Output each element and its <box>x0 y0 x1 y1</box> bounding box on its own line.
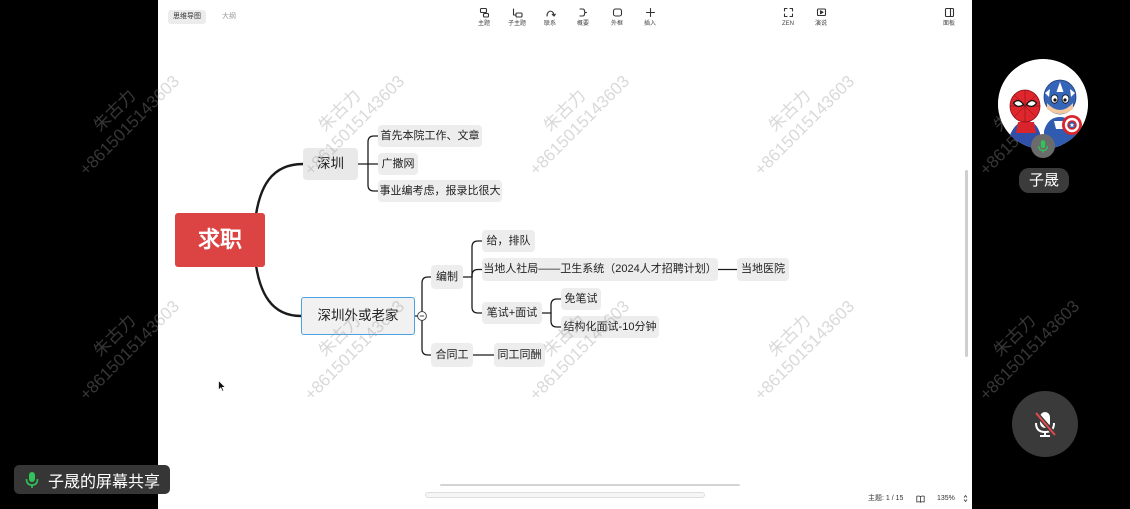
insert-icon <box>645 7 655 18</box>
subtopic-no-written-exam[interactable]: 免笔试 <box>561 288 601 310</box>
tab-mindmap[interactable]: 思维导图 <box>168 10 206 24</box>
topic-connectors <box>253 135 738 356</box>
connector <box>550 312 562 328</box>
subtopic-button[interactable]: 子主题 <box>502 7 532 28</box>
boundary-button[interactable]: 外框 <box>602 7 632 28</box>
boundary-icon <box>612 8 622 17</box>
topic-button-label: 主题 <box>477 21 490 27</box>
screen-share-label: 子晟的屏幕共享 <box>48 473 161 491</box>
mouse-cursor-icon <box>218 380 226 392</box>
relationship-button[interactable]: 联系 <box>535 7 565 28</box>
watermark-name: 朱古力 <box>89 310 140 361</box>
central-topic[interactable]: 求职 <box>175 213 265 267</box>
insert-button-label: 插入 <box>643 21 656 27</box>
collapse-icon[interactable] <box>417 311 427 321</box>
subtopic-hospital-work-papers[interactable]: 首先本院工作、文章 <box>378 125 482 147</box>
subtopic-contract-worker[interactable]: 合同工 <box>431 343 473 367</box>
summary-button-label: 概要 <box>576 21 589 27</box>
subtopic-button-label: 子主题 <box>507 21 526 27</box>
connector <box>550 298 562 314</box>
connector <box>471 240 483 278</box>
mic-active-icon <box>1037 140 1049 153</box>
toggle-mic-button[interactable] <box>1012 391 1078 457</box>
watermark-name: 朱古力 <box>89 85 140 136</box>
up-down-arrows-icon[interactable] <box>963 494 968 503</box>
main-topic-outside-shenzhen-hometown[interactable]: 深圳外或老家 <box>301 297 415 335</box>
connector <box>471 276 483 314</box>
subtopic-public-institution-exam[interactable]: 事业编考虑，报录比很大 <box>378 180 502 202</box>
panel-icon <box>944 7 954 18</box>
connector <box>421 276 432 312</box>
connector <box>253 256 303 318</box>
mic-muted-icon <box>1034 411 1057 437</box>
zoom-level[interactable]: 135% <box>937 495 955 502</box>
toolbar: 思维导图 大纲 主题 子主题 联系 概要 外框 插入 ZEN <box>158 0 972 34</box>
vertical-scrollbar[interactable] <box>965 170 968 357</box>
connector <box>367 135 379 165</box>
topic-icon <box>479 7 489 18</box>
participant-avatar[interactable] <box>998 59 1088 149</box>
mic-active-icon <box>25 471 39 488</box>
zen-mode-icon <box>783 7 793 18</box>
connector <box>253 162 305 224</box>
insert-button[interactable]: 插入 <box>635 7 665 28</box>
mindmap-app-window: 思维导图 大纲 主题 子主题 联系 概要 外框 插入 ZEN <box>158 0 972 509</box>
cartoon-avatar-icon <box>998 59 1088 149</box>
subtopic-equal-pay[interactable]: 同工同酬 <box>494 343 545 367</box>
subtopic-structured-interview[interactable]: 结构化面试-10分钟 <box>561 316 659 338</box>
subtopic-written-interview[interactable]: 笔试+面试 <box>482 302 542 324</box>
boundary-button-label: 外框 <box>610 21 623 27</box>
watermark: 朱古力+8615015143603 <box>960 281 1084 405</box>
pitch-icon <box>816 8 826 17</box>
topic-count: 主题: 1 / 15 <box>868 495 904 502</box>
subtopic-local-hospital[interactable]: 当地医院 <box>737 258 789 281</box>
zen-mode-button-label: ZEN <box>782 21 794 27</box>
horizontal-scrollbar-thumb[interactable] <box>440 484 740 486</box>
connector <box>367 163 379 192</box>
panel-button-label: 面板 <box>942 21 955 27</box>
watermark-name: 朱古力 <box>989 310 1040 361</box>
subtopic-cast-wide-net[interactable]: 广撒网 <box>378 153 418 175</box>
subtopic-icon <box>512 8 523 18</box>
screen-share-indicator: 子晟的屏幕共享 <box>14 465 170 494</box>
connector <box>471 268 483 278</box>
participant-mic-status <box>1031 134 1055 158</box>
topic-button[interactable]: 主题 <box>469 7 499 28</box>
pitch-button-label: 演说 <box>814 21 827 27</box>
book-icon[interactable] <box>916 495 925 503</box>
summary-button[interactable]: 概要 <box>568 7 598 28</box>
main-topic-shenzhen[interactable]: 深圳 <box>303 148 358 180</box>
relationship-icon <box>545 10 556 17</box>
subtopic-queue[interactable]: 给，排队 <box>482 230 535 252</box>
connector <box>421 320 432 356</box>
watermark-phone: +8615015143603 <box>975 296 1084 405</box>
pitch-button[interactable]: 演说 <box>806 7 836 28</box>
panel-button[interactable]: 面板 <box>934 7 964 28</box>
tab-outline[interactable]: 大纲 <box>222 13 236 20</box>
subtopic-staff-position[interactable]: 编制 <box>431 265 463 289</box>
participant-name: 子晟 <box>1019 168 1069 193</box>
zen-mode-button[interactable]: ZEN <box>773 7 803 28</box>
subtopic-local-hr-bureau[interactable]: 当地人社局——卫生系统（2024人才招聘计划） <box>482 258 718 281</box>
horizontal-scrollbar[interactable] <box>425 492 705 498</box>
relationship-button-label: 联系 <box>543 21 556 27</box>
summary-icon <box>578 8 587 17</box>
